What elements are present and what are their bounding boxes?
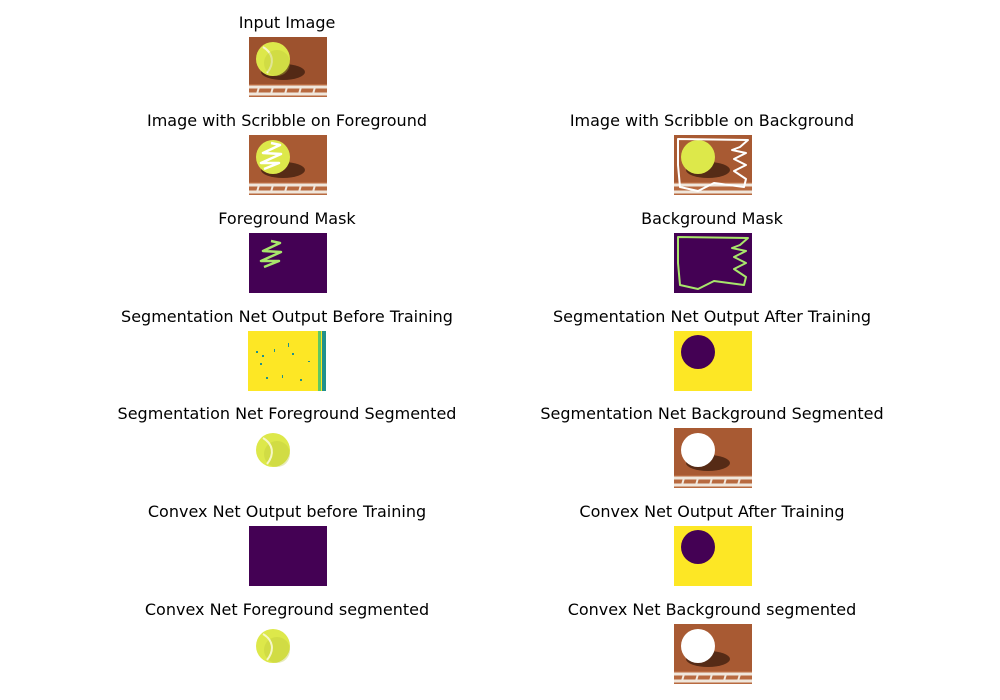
convex-net-output-after	[674, 526, 752, 586]
foreground-mask	[249, 233, 327, 293]
convex-net-output-before-graphic	[249, 526, 327, 586]
convex-net-background-segmented-graphic	[674, 624, 752, 684]
background-mask-graphic	[674, 233, 752, 293]
image-scribble-background-graphic	[674, 135, 752, 195]
convex-net-foreground-segmented-graphic	[249, 624, 327, 684]
panel-title-foreground-mask: Foreground Mask	[218, 209, 356, 228]
seg-net-background-segmented-graphic	[674, 428, 752, 488]
seg-net-output-before	[248, 331, 326, 391]
panel-title-convex-before: Convex Net Output before Training	[147, 502, 427, 521]
convex-net-output-before	[249, 526, 327, 586]
input-image-graphic	[249, 37, 327, 97]
panel-title-input-image: Input Image	[238, 13, 336, 32]
convex-net-foreground-segmented	[249, 624, 327, 684]
panel-title-seg-background-segmented: Segmentation Net Background Segmented	[540, 404, 884, 423]
convex-net-background-segmented	[674, 624, 752, 684]
convex-net-output-after-graphic	[674, 526, 752, 586]
panel-title-seg-foreground-segmented: Segmentation Net Foreground Segmented	[117, 404, 457, 423]
background-mask	[674, 233, 752, 293]
image-scribble-foreground	[249, 135, 327, 195]
panel-title-convex-foreground-segmented: Convex Net Foreground segmented	[144, 600, 430, 619]
panel-title-seg-before: Segmentation Net Output Before Training	[121, 307, 453, 326]
panel-title-image-scribble-background: Image with Scribble on Background	[569, 111, 855, 130]
seg-net-background-segmented	[674, 428, 752, 488]
panel-title-image-scribble-foreground: Image with Scribble on Foreground	[146, 111, 427, 130]
panel-title-convex-after: Convex Net Output After Training	[579, 502, 845, 521]
seg-net-output-after-graphic	[674, 331, 752, 391]
panel-title-convex-background-segmented: Convex Net Background segmented	[567, 600, 857, 619]
panel-title-seg-after: Segmentation Net Output After Training	[552, 307, 871, 326]
image-scribble-foreground-graphic	[249, 135, 327, 195]
seg-net-foreground-segmented	[249, 428, 327, 488]
input-image	[249, 37, 327, 97]
foreground-mask-graphic	[249, 233, 327, 293]
seg-net-output-before-graphic	[248, 331, 326, 391]
seg-net-output-after	[674, 331, 752, 391]
panel-title-background-mask: Background Mask	[641, 209, 783, 228]
image-scribble-background	[674, 135, 752, 195]
seg-net-foreground-segmented-graphic	[249, 428, 327, 488]
